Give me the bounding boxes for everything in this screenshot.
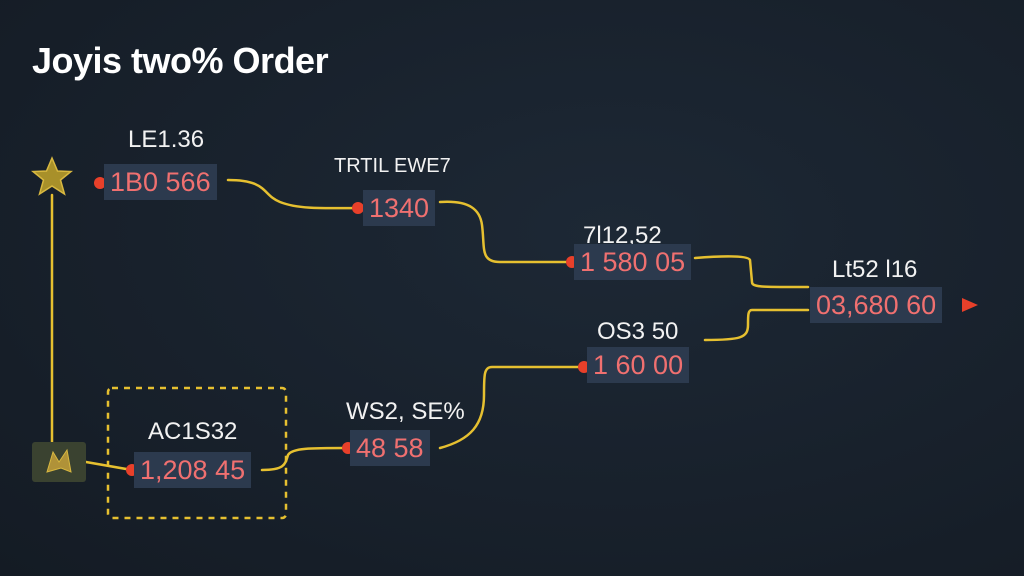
arrow-dot-n2 <box>352 202 364 214</box>
star-icon <box>30 155 74 199</box>
connector-n2-n3 <box>438 200 574 264</box>
connector-n6-n7 <box>260 446 350 472</box>
badge-icon <box>32 442 86 482</box>
node-label-n6: WS2, SE% <box>346 398 465 425</box>
node-value-n5[interactable]: 1 60 00 <box>587 347 690 383</box>
node-value-n6[interactable]: 48 58 <box>350 430 430 466</box>
connector-n5-n6 <box>438 365 587 450</box>
arrow-head-n4 <box>962 298 978 312</box>
node-value-n7[interactable]: 1,208 45 <box>134 452 252 488</box>
node-value-n3[interactable]: 1 580 05 <box>574 244 692 280</box>
connector-n3-n4 <box>693 255 810 289</box>
group-frame <box>106 386 288 520</box>
node-label-n2: TRTIL EWE7 <box>334 155 451 177</box>
node-label-n1: LE1.36 <box>128 126 205 153</box>
page-title: Joyis two% Order <box>32 40 329 81</box>
node-label-n5: OS3 50 <box>597 318 679 345</box>
node-label-n4: Lt52 l16 <box>832 256 918 283</box>
node-label-n7: AC1S32 <box>148 418 238 445</box>
connector-n4-n5 <box>703 308 810 342</box>
node-value-n2[interactable]: 1340 <box>363 190 436 226</box>
node-value-n1[interactable]: 1B0 566 <box>104 164 217 200</box>
arrow-dot-n1 <box>94 177 106 189</box>
node-value-n4[interactable]: 03,680 60 <box>810 287 943 323</box>
connector-n1-n2 <box>226 178 362 210</box>
